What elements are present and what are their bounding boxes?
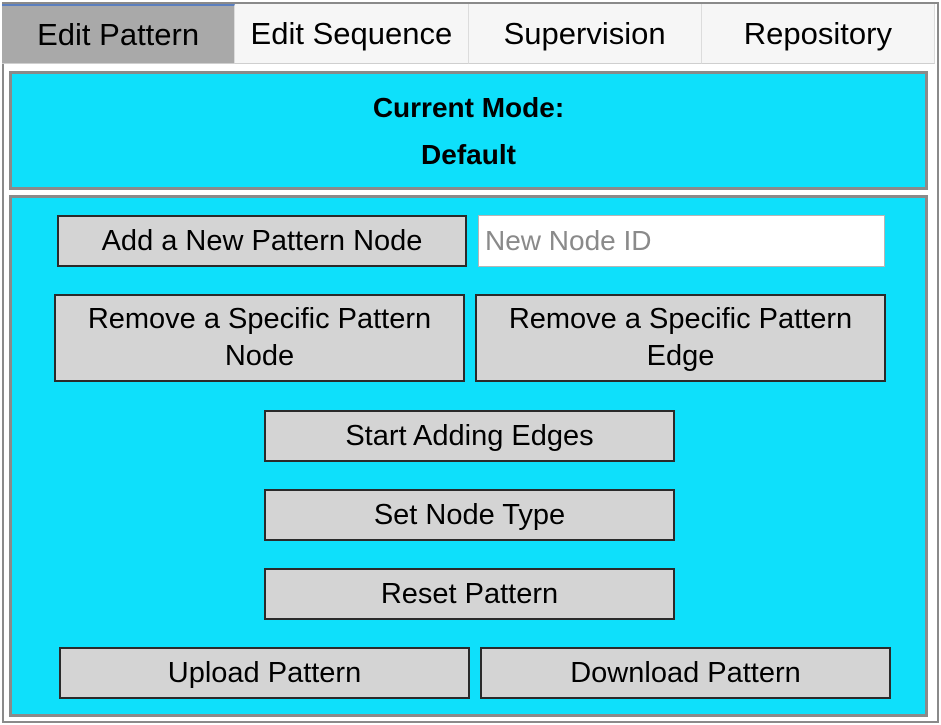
tab-edit-pattern[interactable]: Edit Pattern	[2, 4, 236, 64]
reset-pattern-button[interactable]: Reset Pattern	[264, 568, 675, 620]
tab-edit-sequence[interactable]: Edit Sequence	[235, 4, 469, 64]
current-mode-value: Default	[421, 138, 516, 170]
pattern-controls-panel: Add a New Pattern Node Remove a Specific…	[9, 195, 928, 717]
current-mode-panel: Current Mode: Default	[9, 71, 928, 190]
start-adding-edges-button[interactable]: Start Adding Edges	[264, 410, 675, 462]
remove-pattern-node-button[interactable]: Remove a Specific Pattern Node	[54, 294, 465, 382]
upload-pattern-button[interactable]: Upload Pattern	[59, 647, 470, 699]
remove-pattern-edge-label-line1: Remove a Specific Pattern	[508, 303, 853, 335]
remove-pattern-edge-button[interactable]: Remove a Specific Pattern Edge	[475, 294, 886, 382]
tab-bar: Edit Pattern Edit Sequence Supervision R…	[2, 4, 935, 64]
current-mode-heading: Current Mode:	[372, 91, 565, 123]
download-pattern-button[interactable]: Download Pattern	[480, 647, 891, 699]
set-node-type-button[interactable]: Set Node Type	[264, 489, 675, 541]
remove-pattern-node-label-line2: Node	[224, 340, 295, 372]
add-pattern-node-button[interactable]: Add a New Pattern Node	[57, 215, 467, 267]
remove-pattern-edge-label-line2: Edge	[646, 340, 715, 372]
tab-repository[interactable]: Repository	[701, 4, 935, 64]
new-node-id-input[interactable]	[478, 215, 885, 267]
remove-pattern-node-label-line1: Remove a Specific Pattern	[87, 303, 432, 335]
tab-supervision[interactable]: Supervision	[468, 4, 702, 64]
